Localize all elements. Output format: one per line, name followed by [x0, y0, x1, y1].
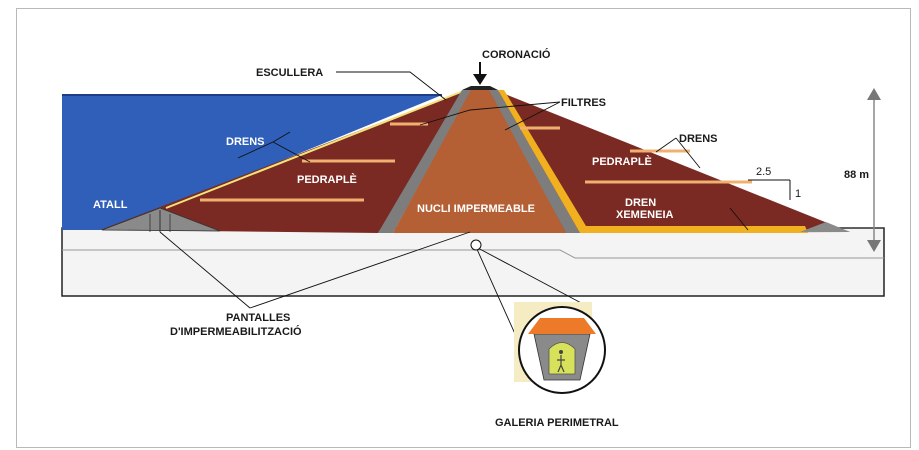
label-atall: ATALL: [93, 199, 128, 211]
label-dren-xemeneia-2: XEMENEIA: [616, 209, 674, 221]
downstream-filter: [488, 90, 580, 233]
reservoir-water: [62, 95, 442, 230]
height-arrow-top: [867, 88, 881, 100]
label-pantalles-1: PANTALLES: [226, 312, 290, 324]
leader-lines: [159, 71, 749, 346]
label-filtres: FILTRES: [561, 97, 606, 109]
foundation-rock: [61, 227, 885, 297]
foundation-line: [62, 249, 884, 259]
label-nucli: NUCLI IMPERMEABLE: [417, 203, 535, 215]
label-dren-xemeneia-1: DREN: [625, 197, 656, 209]
label-coronacio: CORONACIÓ: [482, 48, 551, 61]
person-icon-head: [559, 350, 563, 354]
gallery-marker: [470, 239, 482, 251]
person-icon: [557, 355, 565, 373]
label-pedraple-left: PEDRAPLÈ: [297, 173, 357, 186]
label-drens-right: DRENS: [679, 133, 718, 145]
label-pedraple-right: PEDRAPLÈ: [592, 155, 652, 168]
downstream-rockfill: [490, 88, 850, 233]
label-galeria: GALERIA PERIMETRAL: [495, 417, 619, 429]
dam-crest: [462, 86, 498, 90]
crest-arrow-head: [473, 74, 487, 85]
escullera-face: [165, 87, 472, 209]
downstream-toe: [800, 222, 850, 232]
label-pantalles-2: D'IMPERMEABILITZACIÓ: [170, 325, 302, 338]
label-drens-left: DRENS: [226, 136, 265, 148]
impermeable-core: [393, 88, 566, 233]
gallery-fill: [528, 318, 596, 334]
label-slope-v: 1: [795, 188, 801, 200]
upstream-cofferdam: [101, 207, 221, 232]
gallery-tunnel: [548, 342, 576, 375]
height-arrow-bottom: [867, 240, 881, 252]
label-height: 88 m: [844, 169, 869, 181]
label-slope-h: 2.5: [756, 166, 771, 178]
upstream-filter: [378, 90, 472, 233]
label-escullera: ESCULLERA: [256, 67, 323, 79]
